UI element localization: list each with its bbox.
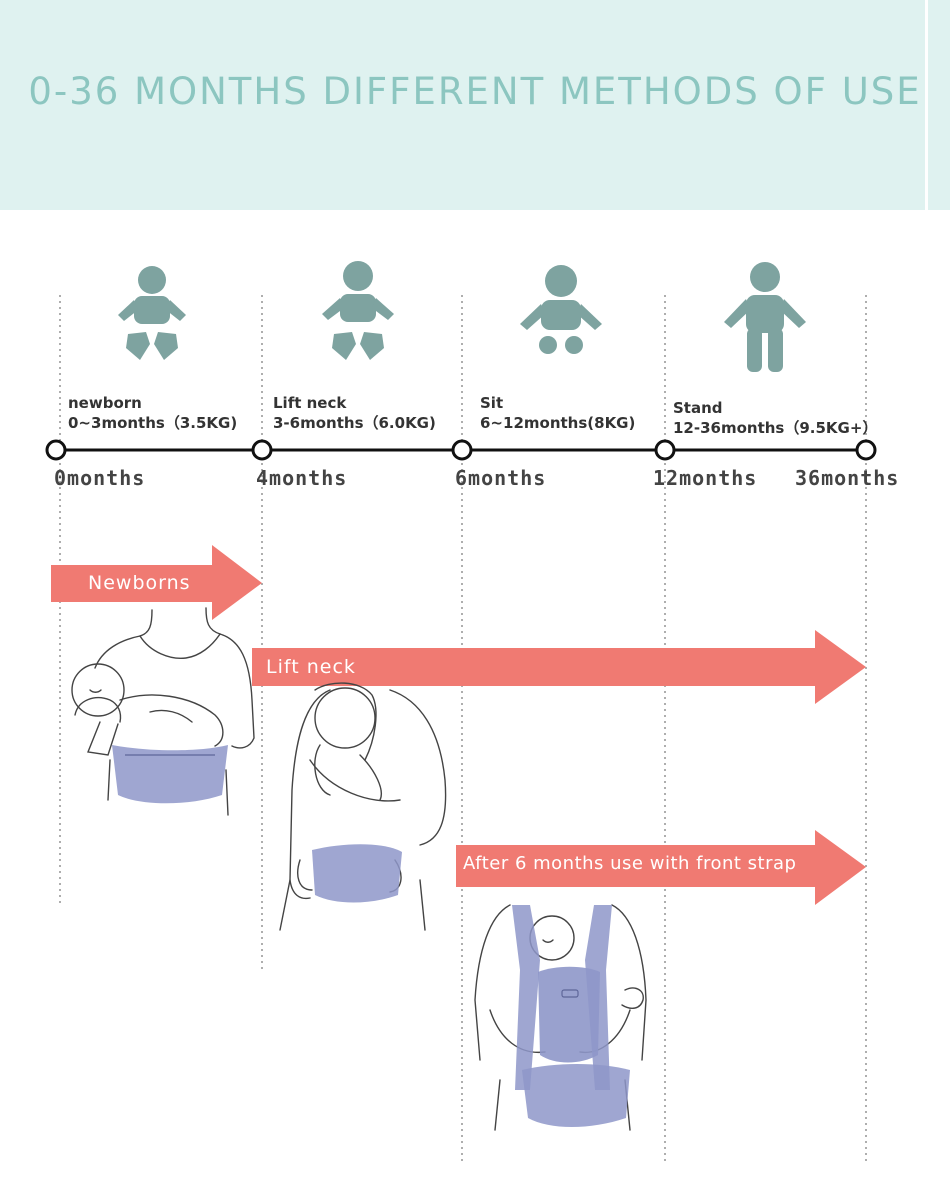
stage-detail: 6~12months(8KG) xyxy=(480,414,636,432)
arrow-label-lift-neck: Lift neck xyxy=(266,656,356,678)
header-edge xyxy=(928,0,950,210)
lift-neck-illustration xyxy=(279,682,447,931)
arrow-label-front-strap: After 6 months use with front strap xyxy=(463,853,797,874)
tick-label: 4months xyxy=(256,466,348,490)
tick-label: 36months xyxy=(795,466,900,490)
timeline-node xyxy=(855,439,877,461)
tick-label: 0months xyxy=(54,466,146,490)
child-standing-icon xyxy=(724,262,806,372)
stage-label-lift-neck: Lift neck 3-6months（6.0KG) xyxy=(273,393,436,433)
newborns-arrow xyxy=(51,545,262,620)
stage-name: Lift neck xyxy=(273,394,347,412)
arrow-label-newborns: Newborns xyxy=(88,572,191,594)
baby-lying-icon xyxy=(118,266,186,360)
front-strap-arrow xyxy=(456,830,866,905)
timeline-node xyxy=(45,439,67,461)
timeline-node xyxy=(654,439,676,461)
timeline-node xyxy=(451,439,473,461)
baby-sitting-icon xyxy=(520,265,602,354)
stage-label-sit: Sit 6~12months(8KG) xyxy=(480,393,635,433)
timeline-nodes xyxy=(45,439,877,461)
stage-name: newborn xyxy=(68,394,142,412)
stage-detail: 3-6months（6.0KG) xyxy=(273,414,436,432)
stage-name: Sit xyxy=(480,394,504,412)
stage-name: Stand xyxy=(673,399,723,417)
front-strap-illustration xyxy=(474,904,647,1131)
stage-detail: 0~3months（3.5KG) xyxy=(68,414,238,432)
stage-label-stand: Stand 12-36months（9.5KG+） xyxy=(673,398,877,438)
stage-label-newborn: newborn 0~3months（3.5KG) xyxy=(68,393,237,433)
newborn-cradle-illustration xyxy=(71,607,255,816)
baby-lift-neck-icon xyxy=(322,261,394,360)
tick-label: 6months xyxy=(455,466,547,490)
lift-neck-arrow xyxy=(252,630,866,704)
tick-label: 12months xyxy=(653,466,758,490)
timeline-node xyxy=(251,439,273,461)
page-title: 0-36 MONTHS DIFFERENT METHODS OF USE xyxy=(28,70,922,113)
stage-detail: 12-36months（9.5KG+） xyxy=(673,419,878,437)
header-banner xyxy=(0,0,925,210)
